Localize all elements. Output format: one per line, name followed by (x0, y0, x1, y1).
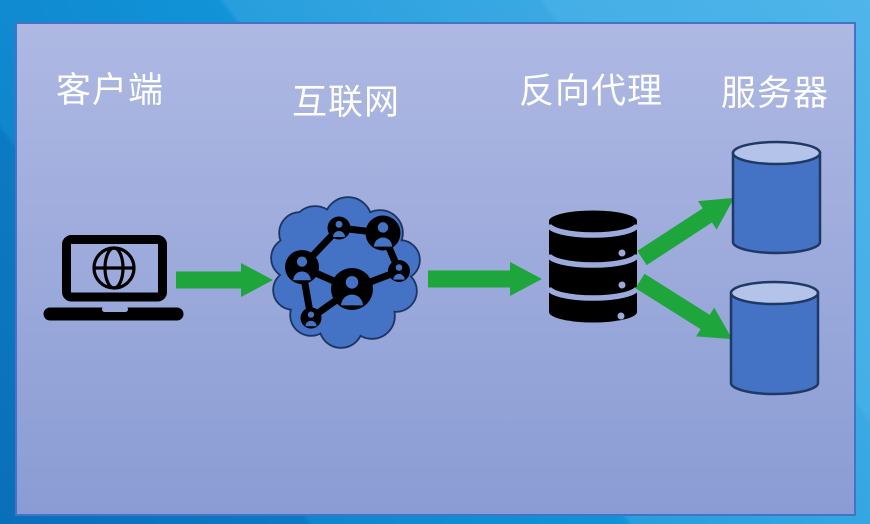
label-server: 服务器 (721, 74, 830, 114)
label-internet: 互联网 (292, 83, 401, 123)
label-reverse-proxy: 反向代理 (519, 72, 664, 112)
label-client: 客户端 (56, 71, 165, 111)
